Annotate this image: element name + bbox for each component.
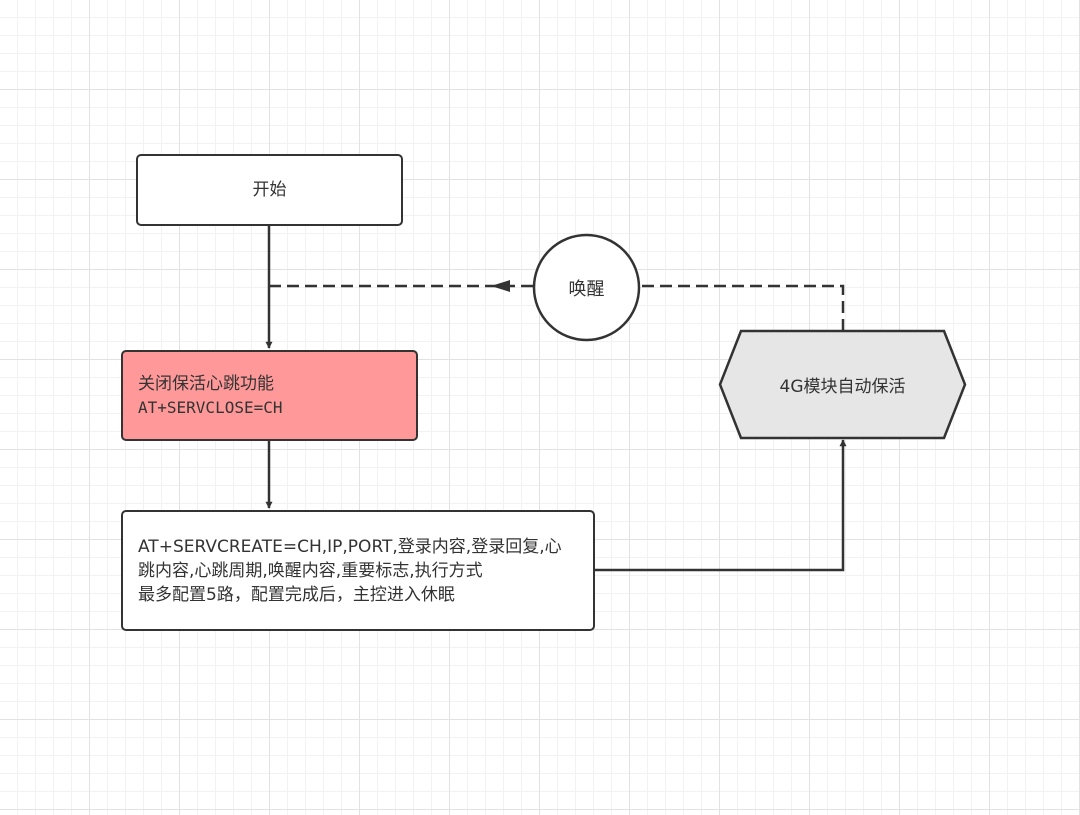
servcreate-node: AT+SERVCREATE=CH,IP,PORT,登录内容,登录回复,心 跳内容… — [121, 510, 595, 631]
servcreate-line-1: AT+SERVCREATE=CH,IP,PORT,登录内容,登录回复,心 — [138, 536, 562, 557]
edge-wake-arrowhead — [491, 280, 510, 292]
servcreate-line-2: 跳内容,心跳周期,唤醒内容,重要标志,执行方式 — [138, 560, 483, 581]
wake-label: 唤醒 — [568, 278, 605, 300]
close-heartbeat-command: AT+SERVCLOSE=CH — [138, 397, 283, 417]
close-heartbeat-node: 关闭保活心跳功能 AT+SERVCLOSE=CH — [121, 350, 418, 441]
keepalive-label: 4G模块自动保活 — [779, 377, 906, 397]
servcreate-line-3: 最多配置5路，配置完成后，主控进入休眠 — [138, 584, 455, 605]
keepalive-hexagon — [718, 329, 967, 440]
edge-keepalive-to-wake — [641, 284, 845, 331]
close-heartbeat-title: 关闭保活心跳功能 — [138, 373, 274, 394]
edge-create-to-keepalive — [595, 439, 847, 572]
wake-circle — [532, 233, 641, 342]
start-node: 开始 — [136, 154, 403, 226]
start-label: 开始 — [252, 180, 287, 200]
